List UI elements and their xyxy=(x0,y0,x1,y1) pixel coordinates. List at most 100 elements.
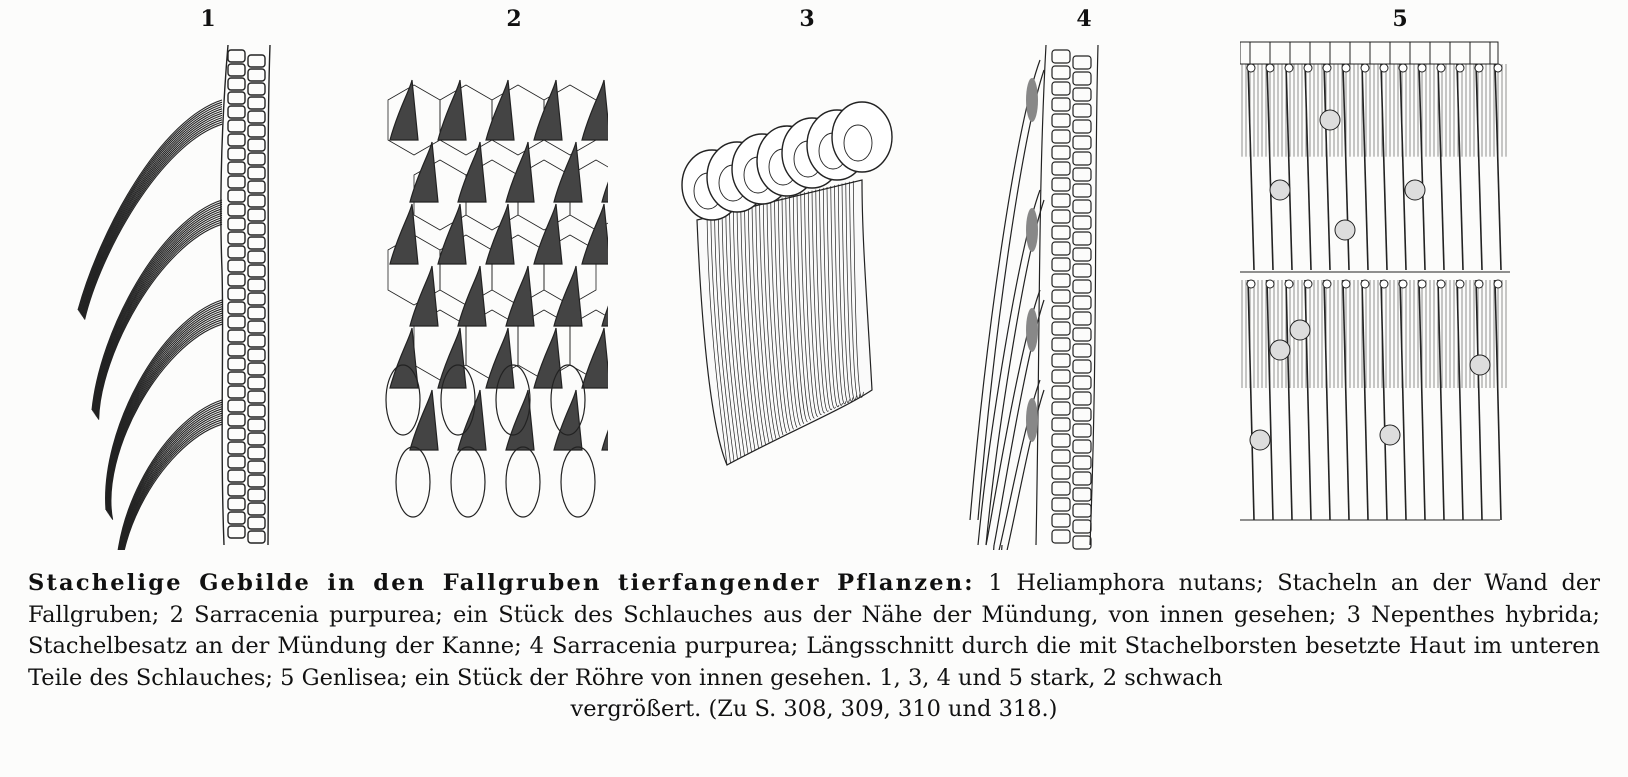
spine-line xyxy=(118,403,223,550)
spike xyxy=(601,305,608,327)
cell xyxy=(247,180,266,194)
cell-outline xyxy=(543,234,597,306)
spike xyxy=(533,79,563,141)
hair-base xyxy=(1474,63,1484,73)
cell xyxy=(1072,87,1092,102)
cell xyxy=(1072,343,1092,358)
bristle-base xyxy=(1026,208,1038,252)
spike xyxy=(553,265,583,327)
spine-line xyxy=(93,206,223,413)
cell xyxy=(227,315,246,329)
cell xyxy=(227,525,246,539)
hair-base xyxy=(1379,279,1389,289)
cell xyxy=(1051,337,1071,352)
rim-roll xyxy=(831,101,893,173)
cell xyxy=(1051,129,1071,144)
cell xyxy=(1072,151,1092,166)
hair-base xyxy=(1455,63,1465,73)
cell xyxy=(247,82,266,96)
spike xyxy=(601,181,608,203)
hair xyxy=(1494,279,1502,521)
caption-line-2: Fallgruben; 2 Sarracenia purpurea; ein S… xyxy=(28,601,1495,628)
cell xyxy=(247,236,266,250)
top-band xyxy=(1240,41,1499,65)
sheet-hatch xyxy=(721,211,742,458)
figure-1-drawing xyxy=(77,44,271,550)
sheet-hatch xyxy=(830,186,843,406)
spine-line xyxy=(95,214,223,417)
sheet-hatch xyxy=(717,212,738,460)
sheet-hatch xyxy=(834,185,847,405)
spike xyxy=(485,327,515,389)
cell xyxy=(1072,135,1092,150)
cell xyxy=(247,124,266,138)
cell xyxy=(247,250,266,264)
sheet-hatch xyxy=(744,206,763,447)
hair-base xyxy=(1360,63,1370,73)
cell xyxy=(1072,167,1092,182)
hair xyxy=(1266,63,1274,271)
hair xyxy=(1266,279,1274,521)
hair-base xyxy=(1265,279,1275,289)
figure-caption: Stachelige Gebilde in den Fallgruben tie… xyxy=(28,568,1600,726)
section-edge xyxy=(1089,44,1099,546)
hair-base xyxy=(1246,279,1256,289)
cell xyxy=(227,259,246,273)
cell xyxy=(227,399,246,413)
gland xyxy=(1289,319,1311,341)
spike xyxy=(389,327,419,389)
sheet-hatch xyxy=(781,197,798,428)
bristle-base xyxy=(1026,308,1038,352)
spine-line xyxy=(96,217,223,418)
spine-line xyxy=(91,199,223,411)
figure-5-genlisea-tube xyxy=(1240,40,1525,550)
cell xyxy=(1072,423,1092,438)
spike xyxy=(581,327,608,389)
cell xyxy=(247,432,266,446)
spine-line xyxy=(98,223,223,420)
sheet-hatch xyxy=(804,192,819,417)
rim-roll-inner xyxy=(843,124,873,162)
cell xyxy=(1051,193,1071,208)
sheet-hatch xyxy=(777,198,794,430)
cell xyxy=(1051,97,1071,112)
cell xyxy=(1051,289,1071,304)
spike xyxy=(409,389,439,451)
cell xyxy=(247,208,266,222)
cell xyxy=(1051,497,1071,512)
hair xyxy=(1380,279,1388,521)
spike xyxy=(409,141,439,203)
spine-line xyxy=(79,108,223,314)
cell xyxy=(227,483,246,497)
sheet-hatch xyxy=(774,199,791,432)
gland xyxy=(1269,339,1291,361)
cell xyxy=(227,301,246,315)
spine-line xyxy=(83,121,223,319)
spike xyxy=(457,265,487,327)
spike xyxy=(505,265,535,327)
cell xyxy=(247,502,266,516)
cell xyxy=(227,119,246,133)
spike xyxy=(389,203,419,265)
cell xyxy=(1072,359,1092,374)
cell xyxy=(247,96,266,110)
sheet-hatch xyxy=(759,202,777,439)
cell xyxy=(1072,519,1092,534)
oval-cell xyxy=(495,364,531,436)
figure-4-sarracenia-section xyxy=(968,40,1118,550)
figure-5-drawing xyxy=(1240,41,1510,521)
sheet-hatch xyxy=(755,203,773,441)
cell xyxy=(247,292,266,306)
cell xyxy=(1072,183,1092,198)
sheet-hatch xyxy=(815,189,829,412)
cell xyxy=(247,418,266,432)
spine-line xyxy=(110,323,223,520)
figure-3-nepenthes-rim xyxy=(672,40,912,550)
figure-4-drawing xyxy=(969,44,1099,550)
sheet-hatch xyxy=(740,207,759,449)
cell xyxy=(227,203,246,217)
spine-line xyxy=(120,412,223,550)
cell xyxy=(1051,273,1071,288)
cell xyxy=(227,231,246,245)
